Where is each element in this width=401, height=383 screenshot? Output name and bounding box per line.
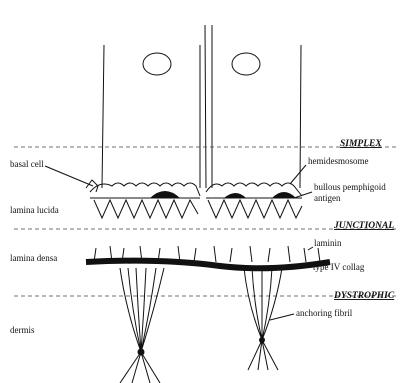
label-bullous-pemphigoid: bullous pemphigoid bbox=[314, 182, 386, 192]
leader-lines bbox=[45, 165, 318, 320]
label-lamina-densa: lamina densa bbox=[10, 253, 57, 263]
zone-simplex-label: SIMPLEX bbox=[340, 139, 382, 149]
label-laminin: laminin bbox=[314, 238, 342, 248]
nucleus-right bbox=[232, 53, 260, 75]
label-dermis: dermis bbox=[10, 325, 35, 335]
label-type-iv-collagen: type IV collag bbox=[313, 262, 365, 272]
anchoring-fibrils-left bbox=[120, 268, 164, 383]
hemidesmosomes-left bbox=[86, 180, 200, 218]
nucleus-left bbox=[143, 53, 171, 75]
hemidesmosome-plaque-left bbox=[150, 191, 180, 198]
label-hemidesmosome: hemidesmosome bbox=[308, 156, 369, 166]
label-basal-cell: basal cell bbox=[10, 159, 44, 169]
hemidesmosome-plaque-right-b bbox=[272, 192, 296, 198]
zone-junctional-label: JUNCTIONAL bbox=[333, 221, 394, 231]
basal-cell-right bbox=[205, 25, 301, 188]
anchoring-plaque-left bbox=[138, 349, 145, 356]
label-lamina-lucida: lamina lucida bbox=[10, 205, 59, 215]
anchoring-plaque-right bbox=[259, 337, 265, 343]
hemidesmosome-plaque-right-a bbox=[224, 193, 246, 198]
label-anchoring-fibril: anchoring fibril bbox=[296, 308, 353, 318]
zone-dystrophic-label: DYSTROPHIC bbox=[333, 291, 395, 301]
anchoring-fibrils-right bbox=[244, 268, 282, 370]
lamina-densa-band bbox=[86, 261, 330, 269]
hemidesmosomes-right bbox=[206, 183, 302, 218]
label-antigen: antigen bbox=[314, 193, 341, 203]
basal-cell-left bbox=[102, 45, 200, 188]
